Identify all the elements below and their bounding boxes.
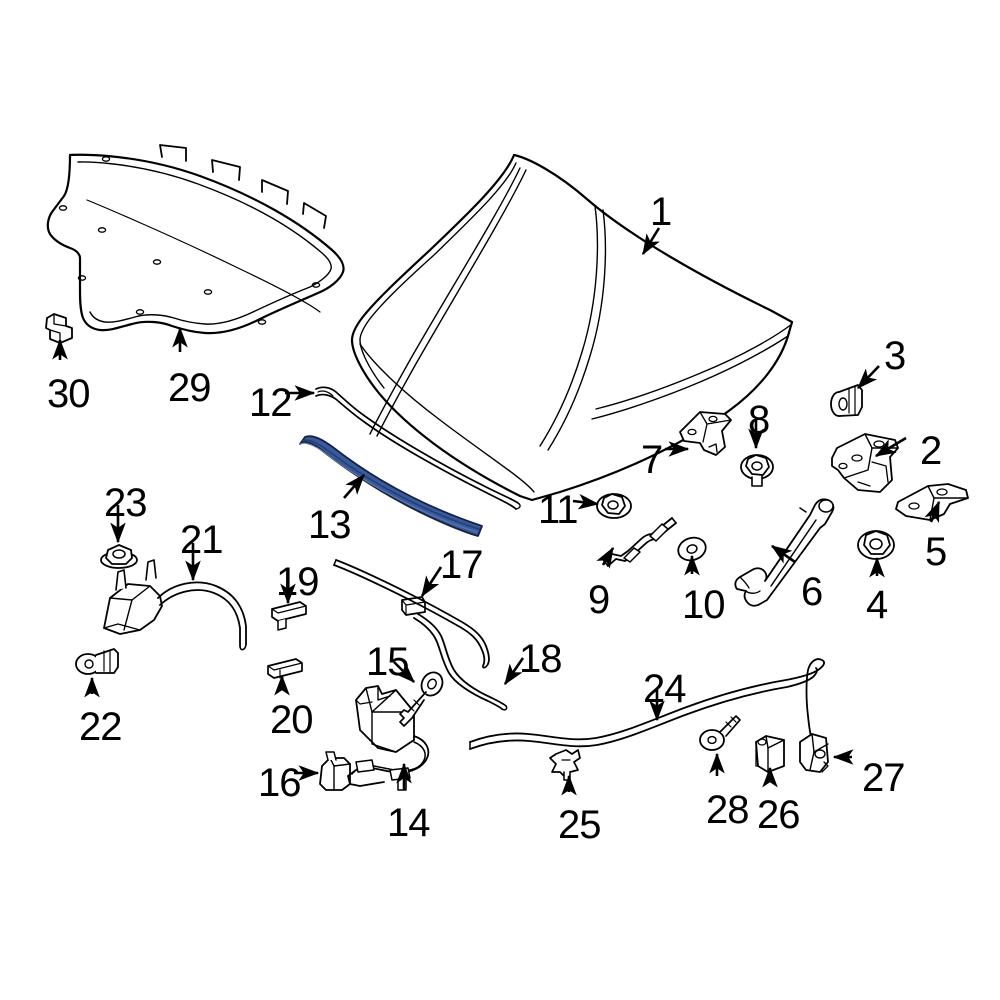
hood-front-seal	[299, 435, 483, 537]
callout-15[interactable]: 15	[366, 640, 409, 684]
callout-12[interactable]: 12	[249, 381, 292, 425]
callout-26[interactable]: 26	[757, 793, 800, 837]
cable-clip	[319, 751, 351, 791]
insulator-clip	[45, 313, 73, 344]
cable-bracket	[755, 735, 785, 773]
cable-guide	[799, 733, 829, 773]
hinge-bracket	[895, 483, 969, 521]
callout-2[interactable]: 2	[920, 429, 942, 473]
callout-5[interactable]: 5	[925, 530, 947, 574]
handle-nut	[100, 544, 138, 569]
callout-29[interactable]: 29	[168, 366, 211, 410]
callout-23[interactable]: 23	[104, 481, 147, 525]
hinge-bolt	[830, 384, 863, 417]
hood-catch	[679, 411, 732, 456]
hood-panel	[350, 153, 794, 502]
callout-16[interactable]: 16	[258, 761, 301, 805]
callout-24[interactable]: 24	[643, 667, 686, 711]
callout-3[interactable]: 3	[884, 334, 906, 378]
callout-6[interactable]: 6	[801, 570, 823, 614]
hood-insulator-pad	[46, 144, 345, 335]
leader-lines	[52, 227, 941, 796]
callout-25[interactable]: 25	[558, 803, 601, 847]
callout-11[interactable]: 11	[538, 488, 579, 532]
latch-rod	[333, 559, 508, 711]
handle-bolt	[75, 648, 119, 675]
hood-rear-seal	[315, 386, 521, 510]
flange-nut	[857, 530, 895, 560]
callout-27[interactable]: 27	[862, 756, 905, 800]
support-rod	[603, 517, 677, 567]
latch-screw	[399, 671, 444, 727]
strut-nut	[740, 454, 774, 487]
callout-30[interactable]: 30	[47, 372, 90, 416]
callout-22[interactable]: 22	[79, 705, 122, 749]
cable-retainer-upper	[271, 601, 307, 631]
callout-4[interactable]: 4	[866, 583, 888, 627]
callout-20[interactable]: 20	[270, 698, 313, 742]
callout-9[interactable]: 9	[588, 578, 610, 622]
hood-hinge	[831, 433, 899, 493]
callout-18[interactable]: 18	[519, 637, 562, 681]
callout-8[interactable]: 8	[748, 398, 770, 442]
callout-21[interactable]: 21	[180, 518, 223, 562]
release-handle-cable	[103, 559, 247, 651]
cable-screw	[699, 715, 741, 751]
gas-strut	[734, 498, 835, 607]
callout-10[interactable]: 10	[682, 583, 725, 627]
cable-grommet	[549, 749, 581, 781]
catch-nut	[596, 493, 632, 519]
callout-19[interactable]: 19	[276, 560, 319, 604]
callout-7[interactable]: 7	[641, 438, 663, 482]
callout-17[interactable]: 17	[440, 543, 483, 587]
callout-1[interactable]: 1	[650, 190, 672, 234]
callout-28[interactable]: 28	[706, 788, 749, 832]
callout-14[interactable]: 14	[387, 801, 430, 845]
callout-13[interactable]: 13	[308, 503, 351, 547]
cable-retainer-lower	[267, 658, 303, 679]
